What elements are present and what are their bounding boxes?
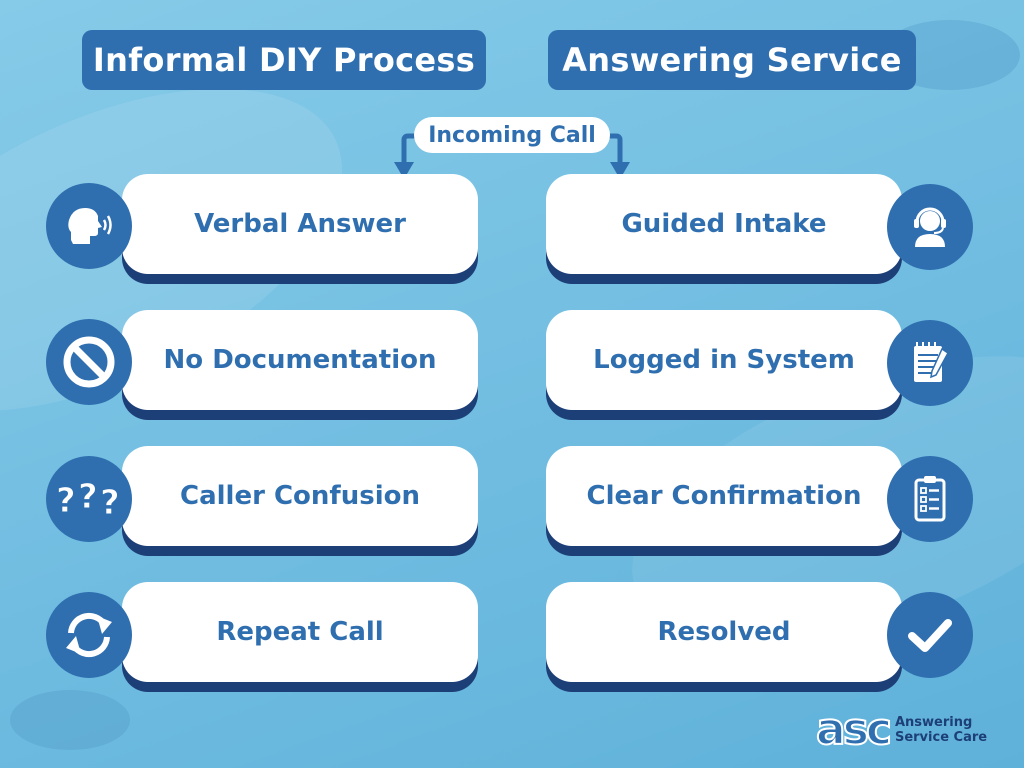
headset-agent-icon (887, 184, 973, 270)
incoming-call-label: Incoming Call (414, 117, 610, 153)
left-step-card: Caller Confusion (122, 446, 478, 556)
checkmark-icon (887, 592, 973, 678)
left-step-label: Verbal Answer (122, 174, 478, 274)
right-step-card: Logged in System (546, 310, 902, 420)
left-step-card: No Documentation (122, 310, 478, 420)
right-step-card: Resolved (546, 582, 902, 692)
right-step-label: Resolved (546, 582, 902, 682)
checklist-clipboard-icon (887, 456, 973, 542)
left-step-label: Repeat Call (122, 582, 478, 682)
refresh-arrows-icon (46, 592, 132, 678)
background-swirl (10, 690, 130, 750)
left-step-card: Repeat Call (122, 582, 478, 692)
logo-mark: asc (815, 704, 893, 755)
svg-text:?: ? (78, 477, 98, 517)
svg-text:?: ? (100, 483, 120, 523)
logo-line-2: Service Care (894, 730, 988, 745)
speaking-head-icon (46, 183, 132, 269)
left-column-header: Informal DIY Process (82, 30, 486, 90)
right-step-label: Logged in System (546, 310, 902, 410)
prohibited-icon (46, 319, 132, 405)
right-step-card: Guided Intake (546, 174, 902, 284)
left-step-label: No Documentation (122, 310, 478, 410)
right-step-label: Clear Confirmation (546, 446, 902, 546)
brand-logo: asc Answering Service Care (815, 704, 987, 755)
left-step-label: Caller Confusion (122, 446, 478, 546)
notepad-pencil-icon (887, 320, 973, 406)
right-column-header: Answering Service (548, 30, 916, 90)
right-branch-arrow (602, 133, 630, 179)
left-branch-arrow (394, 133, 422, 179)
right-step-label: Guided Intake (546, 174, 902, 274)
question-marks-icon: ? ? ? (46, 456, 132, 542)
logo-wordmark: Answering Service Care (895, 715, 987, 745)
svg-text:?: ? (56, 481, 76, 521)
right-step-card: Clear Confirmation (546, 446, 902, 556)
left-step-card: Verbal Answer (122, 174, 478, 284)
logo-line-1: Answering (894, 715, 973, 730)
